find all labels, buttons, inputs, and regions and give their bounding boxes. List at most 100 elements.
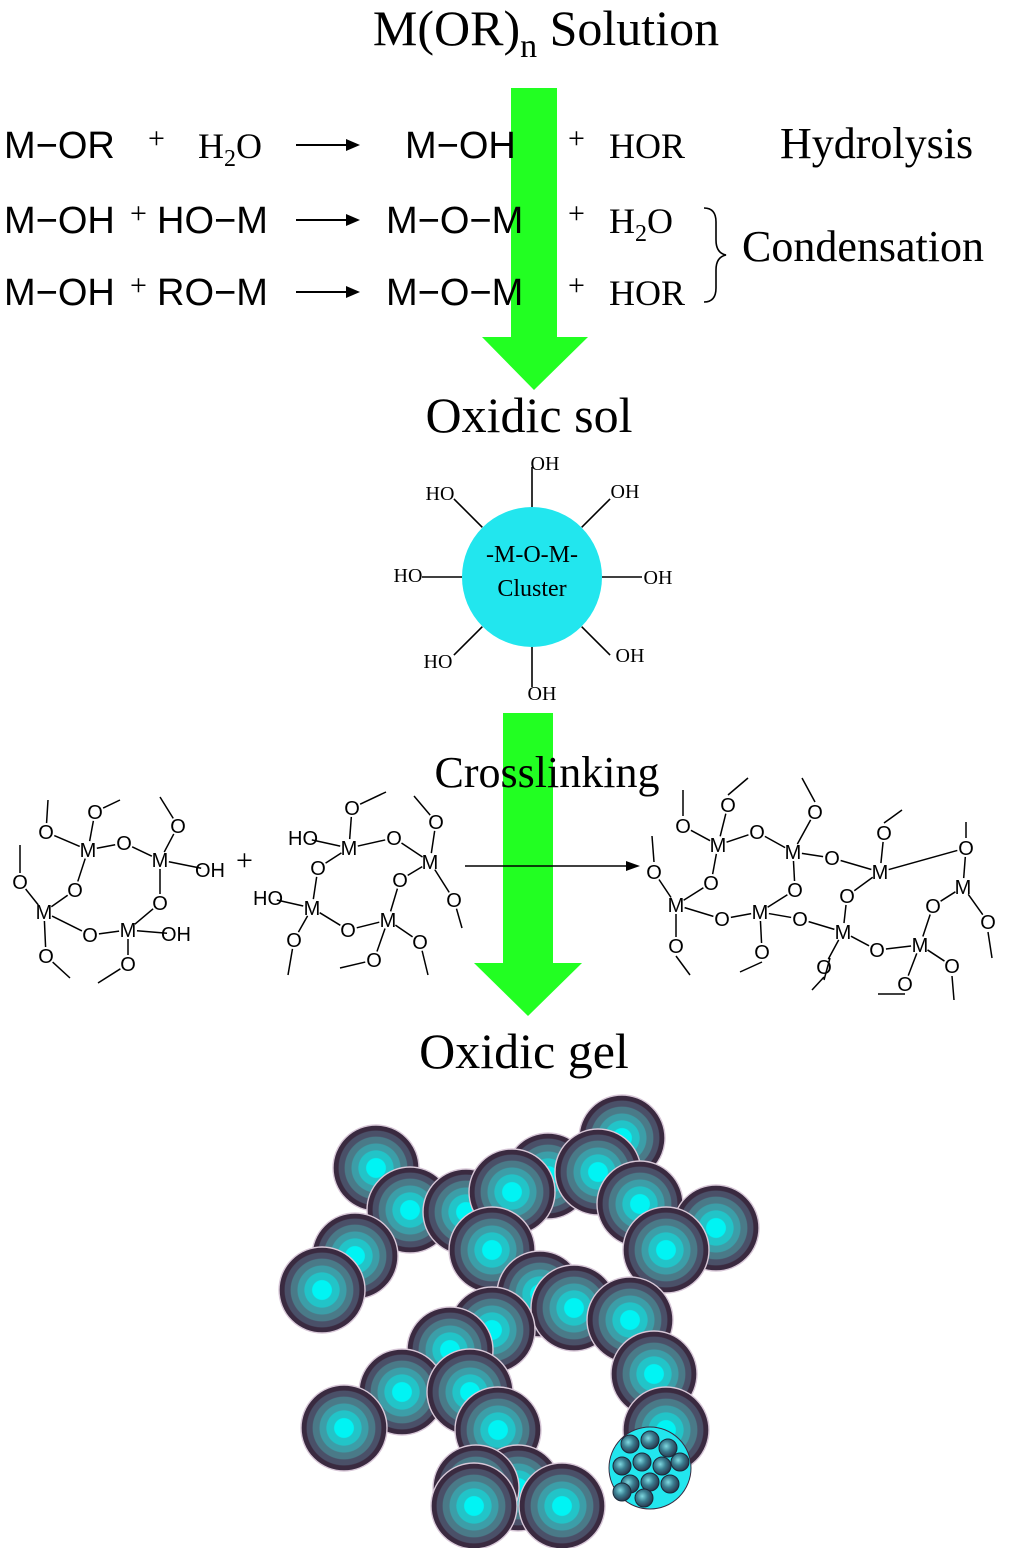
network-oxygen: O xyxy=(668,936,684,958)
network-bond xyxy=(401,842,423,858)
network-bond xyxy=(764,835,786,849)
network-oxygen: O xyxy=(869,940,885,962)
network-oxygen: O xyxy=(38,946,54,968)
network-bond xyxy=(359,791,387,805)
reaction-3-plus: + xyxy=(130,269,147,302)
network-oxygen: O xyxy=(120,954,136,976)
cluster-hydroxyl-label: OH xyxy=(616,645,645,667)
network-bond xyxy=(967,893,984,916)
network-bond xyxy=(276,899,304,907)
network-oxygen: O xyxy=(344,798,360,820)
network-oxygen: O xyxy=(876,823,892,845)
network-bond xyxy=(53,834,81,848)
network-metal: M xyxy=(80,840,97,862)
network-bond xyxy=(827,939,840,960)
network-bond xyxy=(888,849,958,871)
stage-sol-label: Oxidic sol xyxy=(426,387,633,443)
network-bond xyxy=(434,869,450,893)
primary-nanoparticle xyxy=(634,1488,654,1508)
cluster-bond xyxy=(453,626,483,656)
network-metal: M xyxy=(380,910,397,932)
stage-crosslinking-label: Crosslinking xyxy=(435,748,660,797)
network-bond xyxy=(394,924,414,938)
network-bond xyxy=(413,795,431,816)
network-oxygen: O xyxy=(703,873,719,895)
network-bond xyxy=(131,846,153,857)
network-oxygen: O xyxy=(392,870,408,892)
network-metal: M xyxy=(785,842,802,864)
reaction-3-byproduct: HOR xyxy=(609,273,685,313)
reaction-2-product: M−O−M xyxy=(386,200,523,242)
primary-nanoparticle xyxy=(652,1456,672,1476)
network-oxygen: O xyxy=(340,920,356,942)
network-bond xyxy=(808,920,835,931)
reaction-2-reagent: HO−M xyxy=(157,200,268,242)
network-oxygen: O xyxy=(958,838,974,860)
reaction-3-arrow xyxy=(296,286,360,298)
network-bond xyxy=(389,888,399,912)
network-bond xyxy=(98,930,120,935)
network-metal: M xyxy=(872,862,889,884)
network-bond xyxy=(711,853,718,875)
reaction-1-plus: + xyxy=(148,122,165,155)
network-bond xyxy=(843,904,847,924)
network-oxygen: O xyxy=(286,930,302,952)
gel-particle xyxy=(518,1462,606,1548)
network-bond xyxy=(675,955,691,976)
network-bond xyxy=(287,948,294,976)
condensation-brace xyxy=(703,207,727,303)
primary-nanoparticle xyxy=(640,1430,660,1450)
network-oxygen: O xyxy=(310,858,326,880)
network-bond xyxy=(922,914,931,937)
network-bond xyxy=(768,912,792,919)
primary-nanoparticle xyxy=(632,1452,652,1472)
network-oxygen: O xyxy=(386,828,402,850)
network-metal: M xyxy=(668,895,685,917)
network-bond xyxy=(407,865,423,877)
network-bond xyxy=(102,799,121,809)
gel-particle-network xyxy=(278,1094,760,1548)
primary-nanoparticle xyxy=(620,1434,640,1454)
network-oxygen: O xyxy=(792,909,808,931)
network-oxygen: O xyxy=(749,822,765,844)
network-oxygen: O xyxy=(38,822,54,844)
network-oxygen: O xyxy=(944,956,960,978)
network-bond xyxy=(134,908,154,925)
reaction-1-product: M−OH xyxy=(405,125,516,167)
network-metal: M xyxy=(152,850,169,872)
reaction-1-arrow xyxy=(296,139,360,151)
network-oxygen: O xyxy=(807,802,823,824)
reaction-condensation-alcohol: M−OH + RO−M M−O−M + HOR xyxy=(4,269,685,314)
network-metal: M xyxy=(912,935,929,957)
network-hydroxyl: HO xyxy=(288,828,318,850)
network-bond xyxy=(297,915,309,933)
network-bond xyxy=(801,852,824,858)
network-oxygen: O xyxy=(67,880,83,902)
network-oxygen: O xyxy=(116,833,132,855)
network-bond xyxy=(88,820,95,842)
network-bond xyxy=(77,858,86,882)
network-oxygen: O xyxy=(646,862,662,884)
network-bond xyxy=(811,976,825,991)
reaction-1-reagent: H2O xyxy=(198,126,262,172)
title: M(OR)n Solution xyxy=(373,0,719,65)
network-oxygen: O xyxy=(897,974,913,996)
network-oxygen: O xyxy=(787,880,803,902)
cluster-hydroxyl-label: OH xyxy=(644,567,673,589)
network-oxygen: O xyxy=(152,893,168,915)
primary-nanoparticle xyxy=(612,1482,632,1502)
green-arrow-top xyxy=(482,88,588,390)
primary-nanoparticle xyxy=(670,1452,690,1472)
green-arrow-bottom xyxy=(474,713,582,1016)
network-bond xyxy=(311,839,341,847)
network-bond xyxy=(853,876,874,892)
cluster-hydroxyl-label: HO xyxy=(394,565,423,587)
network-metal: M xyxy=(710,835,727,857)
network-bond xyxy=(430,830,436,854)
network-oxygen: O xyxy=(839,886,855,908)
network-bond xyxy=(43,920,47,948)
network-bond xyxy=(801,777,816,803)
network-bond xyxy=(168,861,202,869)
